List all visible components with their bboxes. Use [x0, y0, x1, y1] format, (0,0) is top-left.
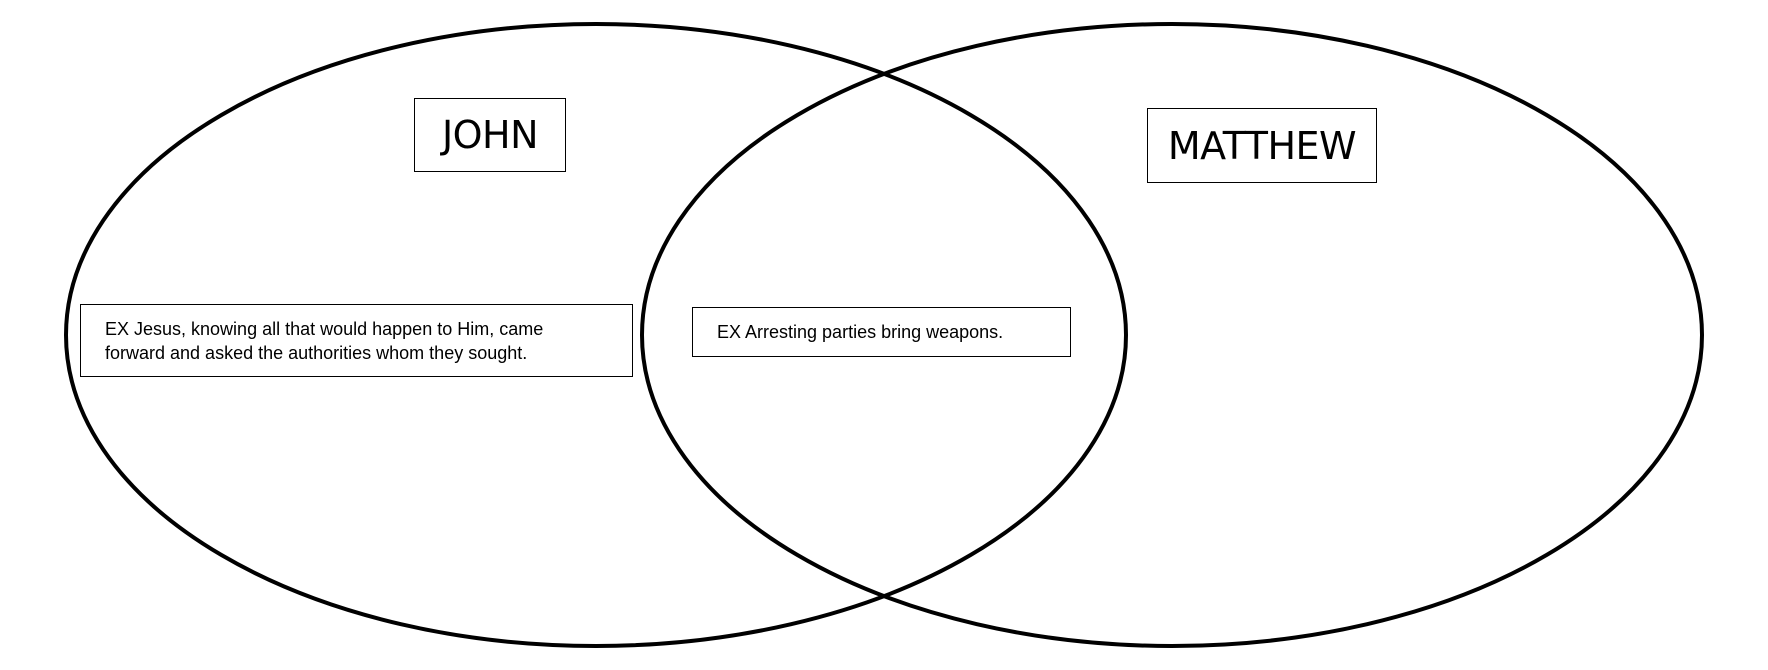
john-only-note-text: EX Jesus, knowing all that would happen …	[105, 318, 544, 363]
shared-note-text: EX Arresting parties bring weapons.	[717, 322, 1004, 342]
shared-note: EX Arresting parties bring weapons.	[692, 307, 1071, 357]
matthew-label: MATTHEW	[1147, 108, 1377, 183]
john-only-note: EX Jesus, knowing all that would happen …	[80, 304, 633, 377]
matthew-circle	[640, 22, 1704, 648]
john-label: JOHN	[414, 98, 566, 172]
john-circle	[64, 22, 1128, 648]
